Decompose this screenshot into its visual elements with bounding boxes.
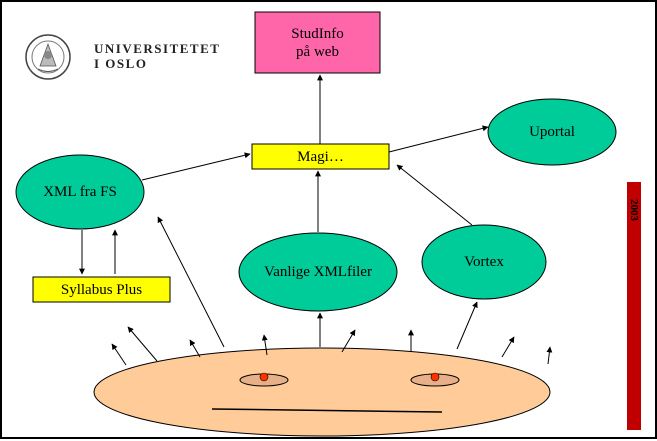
short-arrow-3 [189, 339, 201, 358]
short-arrow-1 [111, 343, 127, 366]
arrow-xml-to-magi [141, 152, 251, 181]
arrow-magi-to-uportal [388, 125, 489, 153]
short-arrow-4 [261, 334, 268, 356]
short-arrow-2 [127, 326, 158, 362]
syllabus-box [32, 276, 171, 303]
face-ellipse [93, 347, 551, 437]
university-name-line1: UNIVERSITETET [94, 41, 221, 56]
vortex-label: Vortex [464, 254, 504, 270]
university-seal-icon [25, 34, 71, 80]
left-pupil [259, 372, 269, 382]
university-name-line2: I OSLO [94, 56, 148, 71]
uportal-label: Uportal [529, 124, 575, 140]
university-logo: UNIVERSITETET I OSLO [24, 32, 244, 82]
year-label: 2003 [628, 199, 640, 221]
studinfo-label: StudInfo på web [291, 25, 344, 60]
arrow-vortex-to-magi [396, 164, 473, 226]
xml-fra-fs-label: XML fra FS [43, 184, 117, 200]
studinfo-box [254, 11, 381, 74]
syllabus-label: Syllabus Plus [60, 281, 143, 298]
short-arrow-5 [341, 329, 356, 353]
arrow-face-to-xml [157, 216, 225, 348]
short-arrow-7 [501, 336, 515, 358]
vortex-ellipse [421, 224, 547, 300]
magi-box [251, 143, 390, 170]
uportal-ellipse [487, 98, 617, 166]
year-sidebar [627, 182, 641, 430]
vanlige-ellipse [238, 232, 398, 312]
xml-fra-fs-ellipse [15, 154, 145, 230]
arrow-face-to-vortex [456, 301, 478, 350]
short-arrow-8 [546, 346, 553, 365]
mouth-line [211, 408, 443, 413]
right-pupil [430, 372, 440, 382]
magi-label: Magi… [297, 148, 344, 165]
vanlige-label: Vanlige XMLfiler [264, 264, 372, 280]
